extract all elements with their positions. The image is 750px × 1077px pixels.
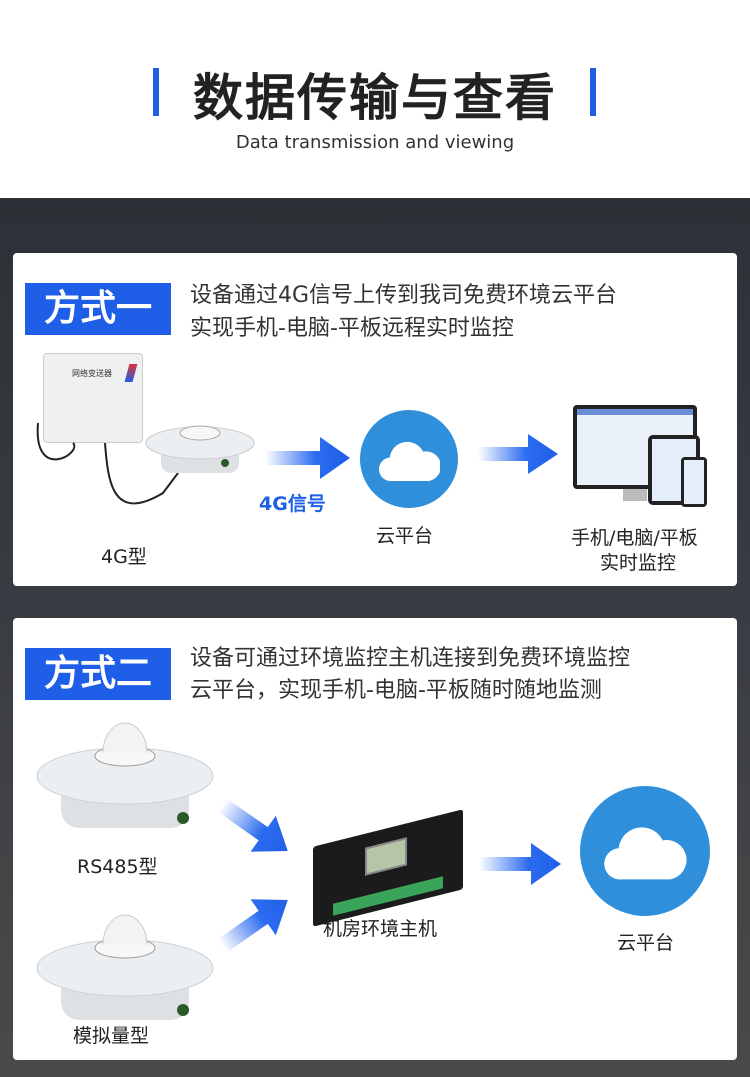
transmitter-logo-icon (124, 364, 138, 382)
host-label: 机房环境主机 (323, 918, 438, 940)
rs485-sensor-icon (36, 722, 214, 828)
analog-label: 模拟量型 (73, 1025, 150, 1047)
signal-4g-label: 4G信号 (259, 493, 326, 515)
rs485-label: RS485型 (77, 856, 158, 878)
analog-sensor-icon (36, 914, 214, 1020)
page-subtitle: Data transmission and viewing (235, 132, 515, 153)
arrow-right-icon (265, 437, 350, 479)
title-bar-left (153, 68, 159, 116)
host-device-icon (313, 809, 463, 927)
monitor-label-line1: 手机/电脑/平板 (571, 527, 698, 549)
header: 数据传输与查看 Data transmission and viewing (0, 0, 750, 198)
title-bar-right (590, 68, 596, 116)
page-title: 数据传输与查看 (193, 69, 557, 127)
method2-card: 方式二 设备可通过环境监控主机连接到免费环境监控 云平台，实现手机-电脑-平板随… (13, 618, 737, 1060)
device-4g-label: 4G型 (101, 546, 147, 568)
cable-icon (36, 422, 179, 505)
monitor-label-line2: 实时监控 (600, 552, 677, 574)
cloud-platform-label: 云平台 (376, 525, 434, 547)
arrow-right-icon (478, 434, 558, 474)
arrow-up-right-icon (217, 899, 288, 953)
method2-desc-line1: 设备可通过环境监控主机连接到免费环境监控 (190, 646, 631, 671)
method2-desc-line2: 云平台，实现手机-电脑-平板随时随地监测 (190, 678, 602, 703)
devices-icon (573, 405, 707, 507)
arrow-right-icon (479, 843, 561, 885)
method1-desc-line2: 实现手机-电脑-平板远程实时监控 (190, 316, 514, 341)
method1-desc-line1: 设备通过4G信号上传到我司免费环境云平台 (190, 283, 618, 308)
cloud-platform-icon (580, 786, 710, 916)
method1-card: 方式一 设备通过4G信号上传到我司免费环境云平台 实现手机-电脑-平板远程实时监… (13, 253, 737, 586)
transmitter-label: 网络变送器 (72, 369, 112, 378)
network-transmitter-box: 网络变送器 (43, 353, 143, 443)
cloud-platform-label: 云平台 (617, 932, 675, 954)
cloud-platform-icon (360, 410, 458, 508)
method2-badge: 方式二 (25, 648, 171, 700)
radiation-sensor-icon (145, 425, 255, 473)
arrow-down-right-icon (217, 798, 288, 852)
method1-badge: 方式一 (25, 283, 171, 335)
